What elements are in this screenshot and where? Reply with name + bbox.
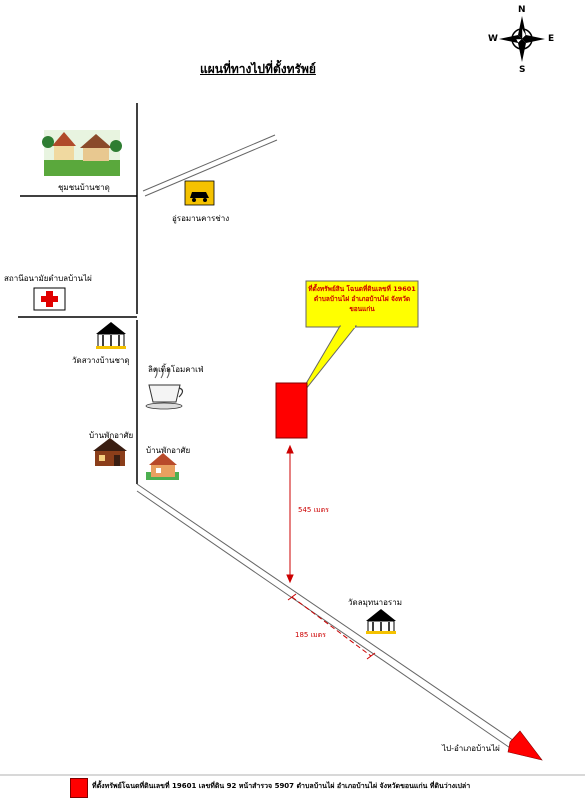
compass-icon: [499, 16, 545, 62]
house-icon: [93, 438, 127, 466]
temple-icon: [366, 609, 396, 634]
map-title: แผนที่ทางไปที่ตั้งทรัพย์: [200, 62, 316, 76]
roads: [18, 103, 521, 753]
label-health-station: สถานีอนามัยตำบลบ้านไผ่: [4, 274, 92, 283]
label-garage: อู่รอมานคารช่าง: [172, 214, 230, 223]
health-station-icon: [33, 287, 66, 311]
label-to-district: ไป-อำเภอบ้านไผ่: [442, 744, 500, 753]
temple-icon: [96, 322, 126, 349]
legend-swatch: [70, 778, 88, 798]
legend-text: ที่ตั้งทรัพย์โฉนดที่ดินเลขที่ 19601 เลขท…: [92, 782, 471, 790]
house-icon: [146, 453, 179, 480]
compass-north: N: [518, 5, 526, 15]
property-marker: [275, 382, 308, 439]
label-village: ชุมชนบ้านชาดุ: [58, 183, 110, 192]
label-cafe: ลิตเติ้ลโอมคาเฟ่: [148, 365, 204, 374]
distance-diagonal: [287, 593, 376, 660]
direction-arrow-icon: [507, 730, 543, 761]
distance-diagonal-label: 185 เมตร: [295, 631, 326, 639]
label-house-right: บ้านพักอาศัย: [146, 446, 191, 455]
village-icon: [42, 130, 122, 176]
distance-vertical: [286, 444, 294, 584]
callout-bubble: [293, 280, 419, 405]
compass-south: S: [519, 65, 526, 75]
compass-east: E: [548, 34, 555, 44]
label-house-left: บ้านพักอาศัย: [89, 431, 134, 440]
label-temple-2: วัดลมุทนาอราม: [348, 598, 402, 607]
callout-text: ที่ตั้งทรัพย์สิน โฉนดที่ดินเลขที่ 19601 …: [308, 285, 416, 313]
label-temple-1: วัดสวางบ้านชาดุ: [72, 356, 130, 365]
garage-icon: [184, 180, 215, 206]
distance-vertical-label: 545 เมตร: [298, 506, 329, 514]
compass-west: W: [488, 34, 498, 44]
coffee-cup-icon: [145, 367, 184, 410]
